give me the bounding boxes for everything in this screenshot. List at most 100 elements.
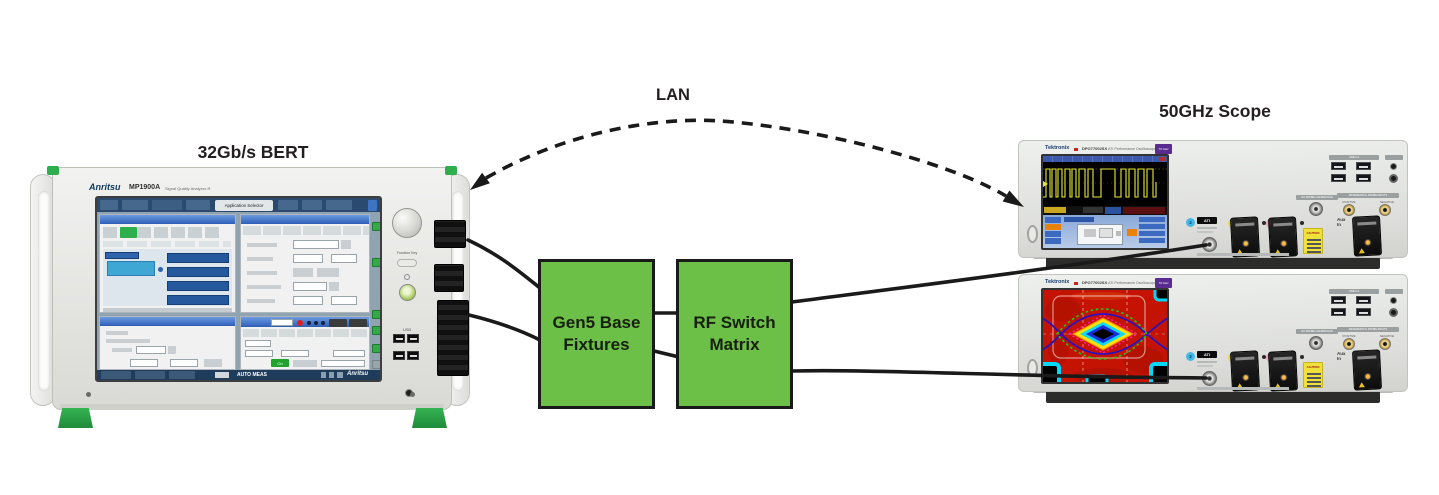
cable-rf-to-bottom-scope [790, 368, 1208, 380]
positive-label: POSITIVE [1342, 200, 1356, 204]
softkey-chip [372, 326, 380, 335]
aux-in-label: Aux In [1337, 351, 1346, 362]
bert-subtitle: Signal Quality Analyzer-R [165, 186, 211, 191]
cable-rf-to-top-scope [790, 243, 1208, 304]
usb-section-label: USB 2.0 [1329, 289, 1379, 294]
toolbar-button [186, 200, 210, 210]
dropdown-button [341, 240, 351, 249]
negative-label: NEGATIVE [1380, 200, 1394, 204]
function-key-label: Function Key [396, 251, 418, 255]
tektronix-logo: Tektronix [1045, 279, 1070, 285]
lan-arrowhead-left [470, 172, 490, 190]
config-button [1139, 224, 1165, 229]
function-key-button [397, 259, 417, 267]
positive-connector [1343, 338, 1355, 350]
ati-spec-line [1197, 231, 1213, 233]
usb-port [407, 351, 419, 360]
rf-switch-matrix-box: RF Switch Matrix [676, 259, 793, 409]
softkey-chip [372, 360, 380, 369]
taskbar-anritsu-logo: Anritsu [347, 371, 368, 377]
channel-2-marker: 2 [1186, 218, 1195, 227]
config-preview [1077, 224, 1123, 245]
flow-node [167, 281, 229, 291]
toolbar-button [326, 200, 352, 210]
audio-section-label [1385, 289, 1403, 294]
cable-bert-to-gen5-lower [467, 313, 542, 342]
anritsu-logo: Anritsu [89, 182, 121, 192]
scope-menu-bar [1043, 156, 1167, 162]
clock-source-node [107, 261, 155, 276]
usb-port [1356, 296, 1371, 304]
bert-left-handle-hole [38, 191, 50, 391]
power-button [399, 284, 416, 301]
taskbar-button [101, 371, 131, 379]
bert-model: MP1900A [129, 184, 161, 191]
on-indicator [120, 227, 137, 238]
status-dot [307, 321, 311, 325]
value-row [103, 241, 231, 247]
cable-bert-to-gen5-upper [466, 238, 542, 290]
start-button [329, 319, 347, 327]
config-tab-active [1045, 224, 1061, 230]
aux-audio-jack [1389, 174, 1398, 183]
aux-in-label: Aux In [1337, 217, 1346, 228]
ati-label: ATI [1197, 217, 1217, 224]
section-label [106, 339, 150, 343]
form-label [247, 299, 275, 303]
channel-2-marker: 2 [1186, 352, 1195, 361]
lan-arrowhead-right [1002, 190, 1024, 207]
status-chip [1105, 207, 1121, 214]
bert-toolbar: Application Selector [97, 198, 380, 212]
lan-dashed-arc [485, 118, 1007, 198]
headphone-jack [1390, 297, 1397, 304]
scope-screen-waveform [1041, 154, 1169, 250]
scope-menu-chip [1159, 157, 1165, 161]
panel-title-bar [241, 215, 369, 224]
tab-row [243, 226, 369, 235]
status-icon [337, 372, 343, 378]
config-button [1139, 238, 1165, 243]
usb-section-label: USB 2.0 [1329, 155, 1379, 160]
usb-label: USB [402, 327, 412, 332]
panel-title-bar [241, 317, 369, 327]
section-label [106, 331, 128, 335]
dropdown-button [329, 282, 339, 291]
flow-diagram [103, 249, 232, 306]
dropdown-button [204, 359, 222, 367]
caution-sticker: CAUTION [1303, 228, 1323, 254]
scope-case: Tektronix DPO77002SX ATI Performance Osc… [1018, 274, 1408, 392]
on-chip: On [271, 359, 289, 367]
config-title [1064, 217, 1094, 222]
form-field [333, 350, 365, 357]
gen5-base-fixtures-box: Gen5 Base Fixtures [538, 259, 655, 409]
gen5-box-line1: Gen5 Base [552, 312, 641, 332]
usb-port [1356, 308, 1371, 316]
toolbar-button [100, 200, 118, 210]
usb-port [1331, 308, 1346, 316]
audio-section-label [1385, 155, 1403, 160]
toolbar-button [152, 200, 182, 210]
flow-node [167, 267, 229, 277]
config-button [1139, 217, 1165, 222]
softkey-chip [372, 222, 380, 231]
panel-screw [1300, 355, 1304, 359]
scope-top: Tektronix DPO77002SX ATI Performance Osc… [1018, 140, 1408, 274]
usb-port [393, 351, 405, 360]
taskbar-field [215, 372, 229, 378]
form-label [247, 257, 273, 261]
negative-connector [1379, 338, 1391, 350]
caution-text: CAUTION [1306, 231, 1320, 235]
coax-attenuator-block [434, 264, 464, 292]
bert-taskbar: AUTO MEAS Anritsu [97, 370, 380, 380]
gen5-box-line2: Fixtures [563, 335, 630, 354]
form-label [112, 348, 132, 352]
differential-section-label: DIFFERENTIAL PROBE INPUTS [1337, 193, 1399, 198]
form-field [293, 240, 339, 249]
usb-port [1356, 174, 1371, 182]
usb-port [1331, 174, 1346, 182]
aux-label-line2: In [1337, 356, 1341, 362]
tab-row [243, 329, 369, 337]
status-chip [1044, 207, 1066, 213]
bert-panel-error-detector: On [240, 316, 370, 370]
screw [410, 392, 415, 397]
